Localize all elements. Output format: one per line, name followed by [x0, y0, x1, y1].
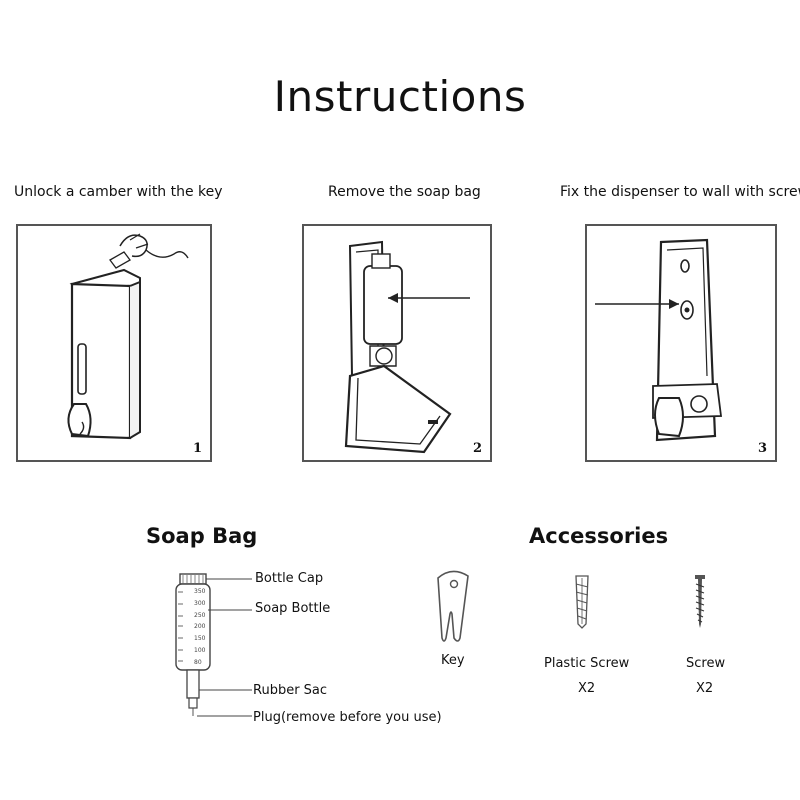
dispenser-wall-mount-illustration [595, 238, 723, 442]
step-1-number: 1 [192, 441, 202, 456]
screw-label: Screw [686, 656, 726, 671]
step-3-caption: Fix the dispenser to wall with screws [560, 184, 800, 200]
step-1-panel: 1 [16, 224, 212, 462]
soap-bottle-label: Soap Bottle [255, 601, 331, 616]
dispenser-closed-illustration [67, 233, 189, 440]
key-icon [437, 570, 469, 642]
accessories-title: Accessories [529, 524, 669, 548]
screw-icon [695, 575, 705, 628]
plug-label: Plug(remove before you use) [253, 710, 442, 725]
step-3-panel: 3 [585, 224, 777, 462]
rubber-sac-label: Rubber Sac [253, 683, 328, 698]
step-2-panel: 2 [302, 224, 492, 462]
bottle-cap-label: Bottle Cap [255, 571, 324, 586]
scale-mark: 100 [194, 646, 206, 654]
scale-mark: 200 [194, 623, 206, 631]
bottle-scale: 350 300 250 200 150 100 80 [194, 586, 205, 669]
key-label: Key [441, 653, 465, 668]
scale-mark: 300 [194, 599, 206, 607]
soap-bag-illustration [175, 573, 252, 717]
soap-bag-title: Soap Bag [146, 524, 258, 548]
scale-mark: 150 [194, 635, 206, 643]
step-2-number: 2 [472, 441, 482, 456]
screw-quantity: X2 [696, 681, 714, 696]
scale-mark: 350 [194, 588, 206, 595]
scale-mark: 250 [194, 611, 206, 619]
plastic-screw-quantity: X2 [578, 681, 596, 696]
plastic-screw-icon [575, 575, 589, 629]
step-2-caption: Remove the soap bag [328, 184, 481, 200]
page-title: Instructions [273, 72, 527, 121]
step-3-number: 3 [757, 441, 767, 456]
plastic-screw-label: Plastic Screw [544, 656, 630, 671]
scale-mark: 80 [194, 658, 202, 666]
step-1-caption: Unlock a camber with the key [14, 184, 223, 200]
dispenser-open-illustration [344, 240, 470, 454]
